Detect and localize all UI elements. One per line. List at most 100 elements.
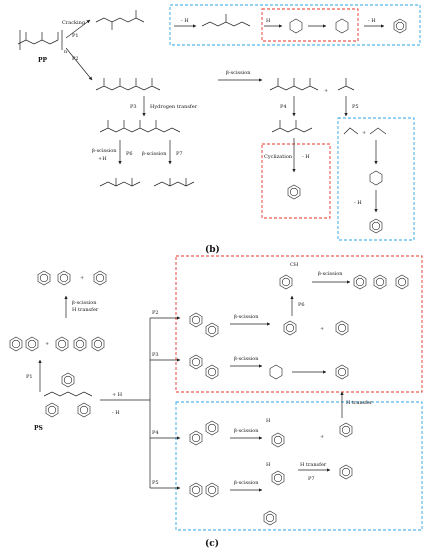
ps-ring-2 (61, 372, 75, 388)
plus-b1: + (324, 88, 328, 94)
p1-label: P1 (72, 33, 79, 39)
p7-label: P7 (176, 151, 183, 157)
p5-label: P5 (352, 104, 359, 110)
blue-box-right (337, 117, 415, 241)
c-p4-label: P4 (152, 430, 159, 436)
c-p5-label: P5 (152, 480, 159, 486)
styrene-ring-top (93, 270, 107, 286)
pp-radical-chain (95, 78, 161, 91)
c-p2-label: P2 (152, 310, 159, 316)
pp-label: PP (38, 57, 48, 64)
ps-backbone (43, 391, 93, 397)
styrene-radical-ring (37, 270, 51, 286)
toluene-product-b (369, 218, 383, 234)
ethylbenzene-blue (339, 464, 353, 480)
alpha-methylstyrene (271, 432, 285, 448)
blue-p5-ring-1 (189, 482, 203, 498)
ps-ring-1 (45, 402, 59, 418)
cyclization-label: Cyclization (264, 154, 293, 160)
alkene-product-p7 (153, 178, 195, 187)
red-p3-ring-2 (205, 364, 219, 380)
chain-radical-p4 (269, 78, 319, 91)
ps-chain-ring-2 (73, 336, 87, 352)
p6-label: P6 (126, 151, 133, 157)
beta-scission-htransfer-2: H transfer (72, 307, 99, 313)
ch2-radical-red: CH (290, 262, 299, 268)
minus-h-label: - H (112, 410, 120, 416)
c-p1-label: P1 (26, 374, 33, 380)
beta-scission-b1: β-scission (226, 70, 251, 76)
cracking-label: Cracking (62, 20, 86, 26)
pp-polymer-structure (17, 30, 63, 50)
triene-chain (201, 14, 251, 27)
beta-scission-red-2: β-scission (234, 314, 259, 320)
blue-box-c (175, 401, 423, 531)
red-p2-ring-2 (205, 322, 219, 338)
arrow-p2 (65, 47, 93, 81)
beta-scission-blue-2: β-scission (234, 480, 259, 486)
ethylbenzene-red-2 (395, 274, 409, 290)
h-plus-top: H (266, 18, 271, 24)
xylene-product (393, 18, 407, 34)
toluene-red-1 (353, 274, 367, 290)
diene-propene-fragments (343, 127, 387, 135)
beta-scission-red-3: β-scission (234, 356, 259, 362)
c-p3-label: P3 (152, 352, 159, 358)
h3c-label: H (266, 418, 271, 424)
plus-c4: + (320, 434, 324, 440)
red-box-c (175, 255, 423, 393)
arrow-p1 (65, 19, 91, 39)
cyclic-intermediate (289, 18, 303, 34)
c-p6-label: P6 (298, 302, 305, 308)
minus-h2-cyclization: - H (302, 154, 310, 160)
styrene-blue (263, 510, 277, 526)
minus-h2-top-2: - H (368, 18, 376, 24)
benzyl-radical-blue (339, 422, 353, 438)
cyclohexane-ring (335, 18, 349, 34)
h-transfer-p7: H transfer (300, 462, 327, 468)
blue-p4-ring (189, 430, 203, 446)
red-box-cyclization (261, 143, 331, 219)
propene-fragment (337, 78, 355, 91)
beta-scission-blue-1: β-scission (234, 428, 259, 434)
blue-box-top (169, 4, 421, 46)
methylcyclohexene-ring (369, 170, 383, 186)
methylenecyclohexene (269, 364, 283, 380)
ps-radical-ring-2 (25, 336, 39, 352)
ps-ring-3 (77, 402, 91, 418)
subscript-n: n (64, 49, 68, 55)
ps-label: PS (34, 425, 43, 432)
blue-p5-ring-2 (205, 482, 219, 498)
cumyl-radical (271, 470, 285, 486)
ps-chain-ring-1 (55, 336, 69, 352)
beta-scission-red-1: β-scission (318, 271, 343, 277)
benzyl-ring (57, 270, 71, 286)
plus-c2: + (45, 341, 49, 347)
red-c-ring-1 (279, 274, 293, 290)
h-transfer-right: H transfer (346, 400, 373, 406)
plus-c3: + (320, 326, 324, 332)
plus-b2: + (362, 130, 366, 136)
plus-h-p6: +H (98, 156, 107, 162)
mesitylene-product (287, 184, 301, 200)
radical-p4-chain (271, 120, 313, 133)
caption-c: (c) (205, 538, 219, 549)
beta-scission-htransfer-1: β-scission (72, 300, 97, 306)
ps-radical-ring-1 (9, 336, 23, 352)
minus-h2-right: - H (354, 200, 362, 206)
mid-chain-radical (99, 120, 181, 133)
red-p2-ring-1 (189, 312, 203, 328)
p3-label: P3 (130, 104, 137, 110)
ethylbenzene-red-1 (373, 274, 387, 290)
h2c-label: H (266, 462, 271, 468)
plus-h-label: + H (112, 392, 123, 398)
hydrogen-transfer-label: Hydrogen transfer (150, 104, 198, 110)
beta-scission-p6: β-scission (92, 148, 117, 154)
alkane-product-p6 (99, 178, 141, 187)
caption-b: (b) (205, 244, 220, 255)
benzene-red (335, 320, 349, 336)
red-p2-product (283, 320, 297, 336)
beta-scission-p7: β-scission (142, 151, 167, 157)
ps-chain-ring-3 (91, 336, 105, 352)
